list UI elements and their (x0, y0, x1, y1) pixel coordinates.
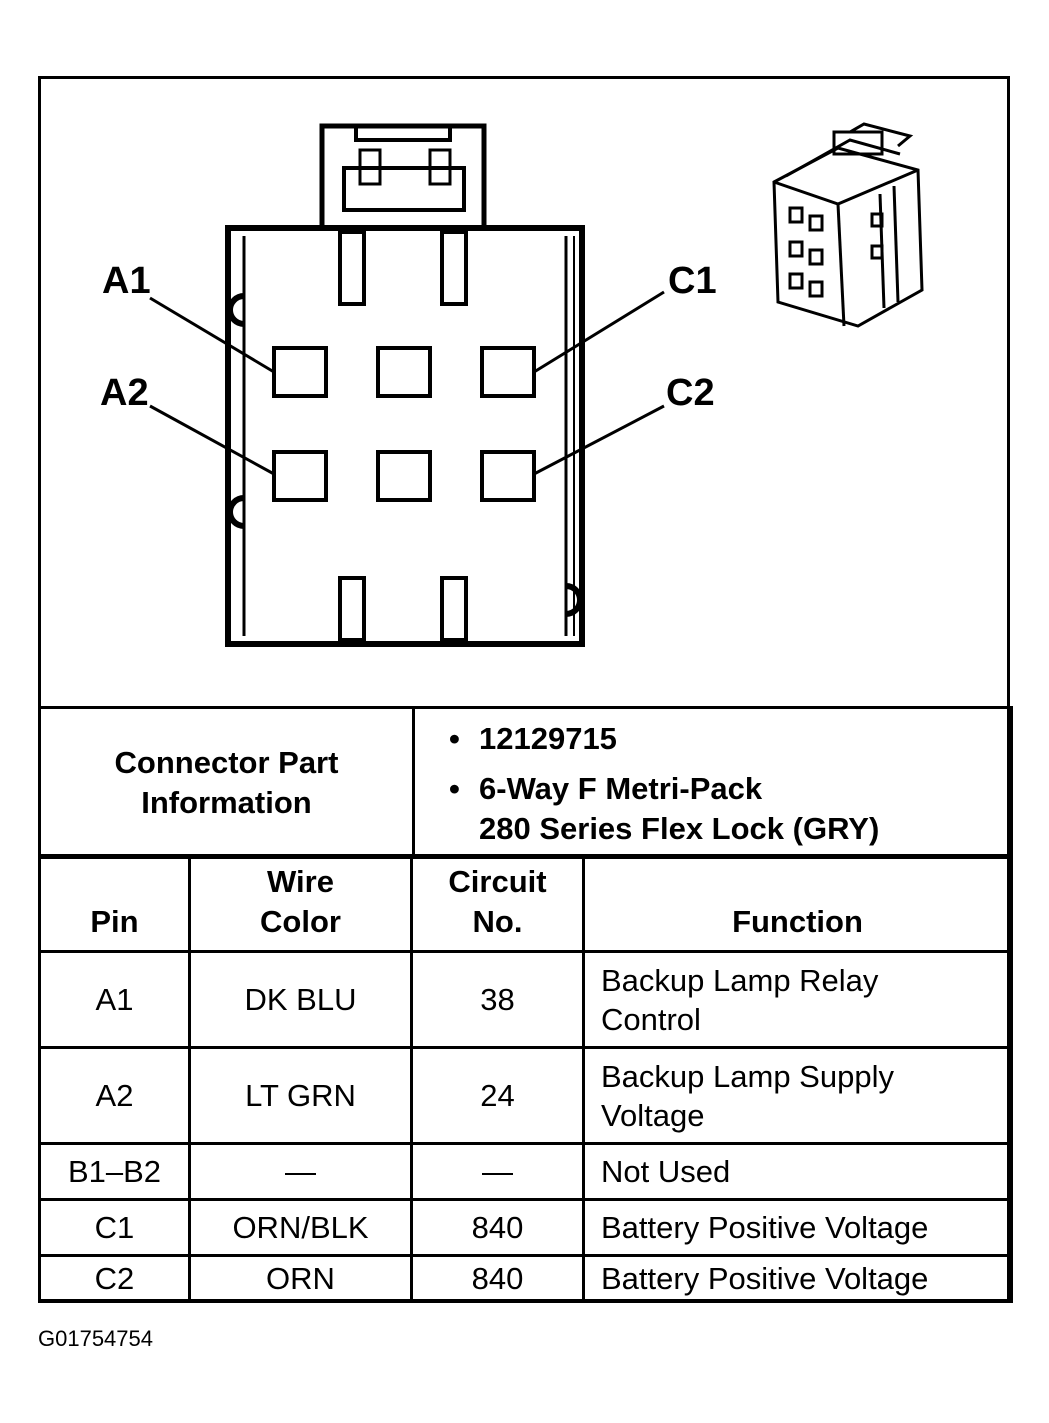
header-pin: Pin (38, 854, 191, 953)
wire-color-cell: ORN (188, 1254, 413, 1303)
pin-table: Pin Wire Color Circuit No. Function A1 D… (38, 854, 1013, 1303)
part-description-line1: 6-Way F Metri-Pack (479, 771, 763, 806)
cavity-c1 (480, 346, 536, 398)
pin-table-header: Pin Wire Color Circuit No. Function (38, 854, 1013, 953)
table-row: C2 ORN 840 Battery Positive Voltage (38, 1254, 1013, 1303)
pin-cell: A1 (38, 950, 191, 1049)
header-wire-color: Wire Color (188, 854, 413, 953)
header-circuit: Circuit No. (410, 854, 585, 953)
function-cell: Not Used (582, 1142, 1013, 1201)
function-cell: Battery Positive Voltage (582, 1198, 1013, 1257)
table-row: C1 ORN/BLK 840 Battery Positive Voltage (38, 1198, 1013, 1257)
table-row: B1–B2 — — Not Used (38, 1142, 1013, 1201)
pin-cell: B1–B2 (38, 1142, 191, 1201)
header-wire-color-line2: Color (260, 904, 341, 939)
pin-cell: A2 (38, 1046, 191, 1145)
function-line1: Backup Lamp Relay (601, 963, 879, 998)
table-row: A1 DK BLU 38 Backup Lamp Relay Control (38, 950, 1013, 1049)
circuit-cell: 24 (410, 1046, 585, 1145)
table-row: A2 LT GRN 24 Backup Lamp Supply Voltage (38, 1046, 1013, 1145)
pin-label-c1: C1 (668, 260, 717, 302)
circuit-cell: 38 (410, 950, 585, 1049)
part-description-item: • 6-Way F Metri-Pack 280 Series Flex Loc… (449, 769, 1010, 849)
cavity-c2 (480, 450, 536, 502)
connector-info-label: Connector Part Information (38, 706, 415, 859)
pin-cell: C1 (38, 1198, 191, 1257)
wire-color-cell: ORN/BLK (188, 1198, 413, 1257)
connector-diagram (149, 122, 924, 647)
wire-color-cell: DK BLU (188, 950, 413, 1049)
connector-face-view (149, 123, 665, 647)
function-line2: Voltage (601, 1098, 705, 1133)
pin-label-a2: A2 (100, 372, 149, 414)
function-cell: Battery Positive Voltage (582, 1254, 1013, 1303)
connector-info-table: Connector Part Information • 12129715 • … (38, 706, 1013, 859)
bullet-icon: • (449, 771, 460, 806)
figure-code: G01754754 (38, 1326, 153, 1351)
circuit-cell: 840 (410, 1198, 585, 1257)
function-cell: Backup Lamp Supply Voltage (582, 1046, 1013, 1145)
function-line2: Control (601, 1002, 701, 1037)
pin-label-a1: A1 (102, 260, 151, 302)
cavity-a2 (272, 450, 328, 502)
pin-label-c2: C2 (666, 372, 715, 414)
circuit-cell: 840 (410, 1254, 585, 1303)
header-function: Function (582, 854, 1013, 953)
header-circuit-line1: Circuit (448, 864, 547, 899)
function-line1: Backup Lamp Supply (601, 1059, 894, 1094)
header-wire-color-line1: Wire (267, 864, 334, 899)
cavity-a1 (272, 346, 328, 398)
wire-color-cell: LT GRN (188, 1046, 413, 1145)
circuit-cell: — (410, 1142, 585, 1201)
pin-cell: C2 (38, 1254, 191, 1303)
bullet-icon: • (449, 721, 460, 756)
function-cell: Backup Lamp Relay Control (582, 950, 1013, 1049)
connector-isometric-view (772, 122, 924, 328)
connector-info-label-line2: Information (141, 784, 312, 820)
part-number: 12129715 (479, 721, 617, 756)
connector-info-values: • 12129715 • 6-Way F Metri-Pack 280 Seri… (412, 706, 1013, 859)
connector-info-label-line1: Connector Part (114, 744, 339, 780)
part-description-line2: 280 Series Flex Lock (GRY) (479, 811, 880, 846)
wire-color-cell: — (188, 1142, 413, 1201)
header-circuit-line2: No. (472, 904, 523, 939)
part-number-item: • 12129715 (449, 719, 1010, 759)
